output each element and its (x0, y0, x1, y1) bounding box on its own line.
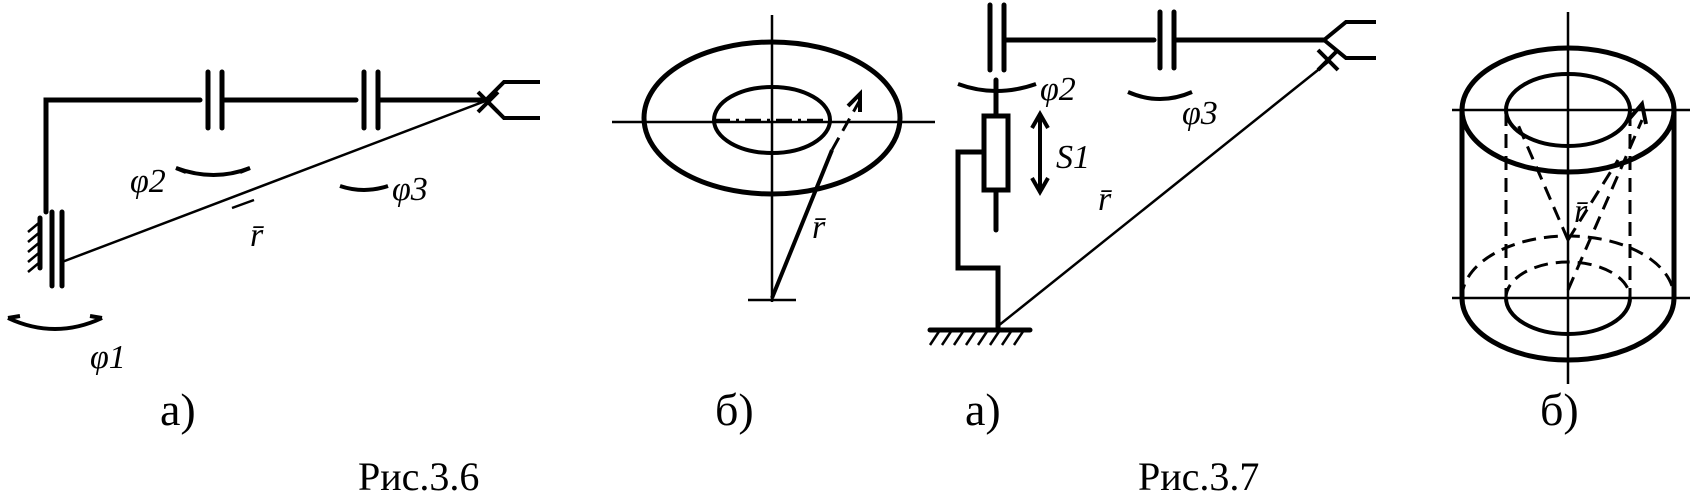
label-r-vector: r̄ (250, 217, 265, 254)
fig-3-7a-manipulator-scheme: S1 φ2 φ3 r̄ а) (927, 2, 1376, 435)
fig-3-6a-label: а) (160, 384, 196, 435)
rotation-arrow-phi2 (957, 82, 1037, 93)
rotation-arrow-phi3 (1127, 90, 1193, 101)
fig-3-7b-label: б) (1540, 384, 1579, 435)
label-phi3: φ3 (392, 171, 428, 208)
rotation-arrow-phi1 (7, 316, 103, 331)
joint2-bearing (987, 2, 1007, 73)
link1 (43, 97, 203, 215)
label-s1: S1 (1056, 139, 1090, 176)
fig-3-6b-workspace: r̄ б) (612, 15, 935, 435)
label-r-vector: r̄ (1098, 181, 1113, 218)
label-phi3: φ3 (1182, 95, 1218, 132)
inner-cylinder-bottom (1504, 297, 1632, 336)
prismatic-joint-slider (981, 113, 1011, 193)
base-column (955, 149, 1001, 333)
outer-ellipse (641, 39, 903, 197)
radius-vector (770, 149, 834, 299)
fig-3-6a-manipulator-scheme: φ1 φ2 φ3 r̄ а) (7, 69, 540, 435)
rotation-arrow-phi3 (339, 184, 389, 192)
caption-fig-3-7: Рис.3.7 (1138, 454, 1259, 495)
label-r-vector: r̄ (812, 209, 827, 246)
inner-cylinder-top (1504, 72, 1632, 148)
radius-vector-arrow (1628, 99, 1648, 125)
fig-3-7a-label: а) (965, 384, 1001, 435)
label-r-vector: r̄ (1574, 193, 1589, 230)
outer-cylinder-bottom (1459, 295, 1677, 363)
gripper (476, 80, 540, 120)
radius-vector (61, 98, 489, 264)
gripper (1316, 20, 1376, 72)
label-phi1: φ1 (90, 339, 126, 376)
fig-3-7b-workspace-cylinder: r̄ б) (1452, 12, 1690, 435)
rotation-arrow-phi2 (175, 166, 251, 177)
label-phi2: φ2 (130, 163, 166, 200)
base-hatching (27, 215, 43, 273)
radius-vector (997, 61, 1329, 327)
fig-3-6b-label: б) (715, 384, 754, 435)
caption-fig-3-6: Рис.3.6 (358, 454, 479, 495)
label-phi2: φ2 (1040, 71, 1076, 108)
